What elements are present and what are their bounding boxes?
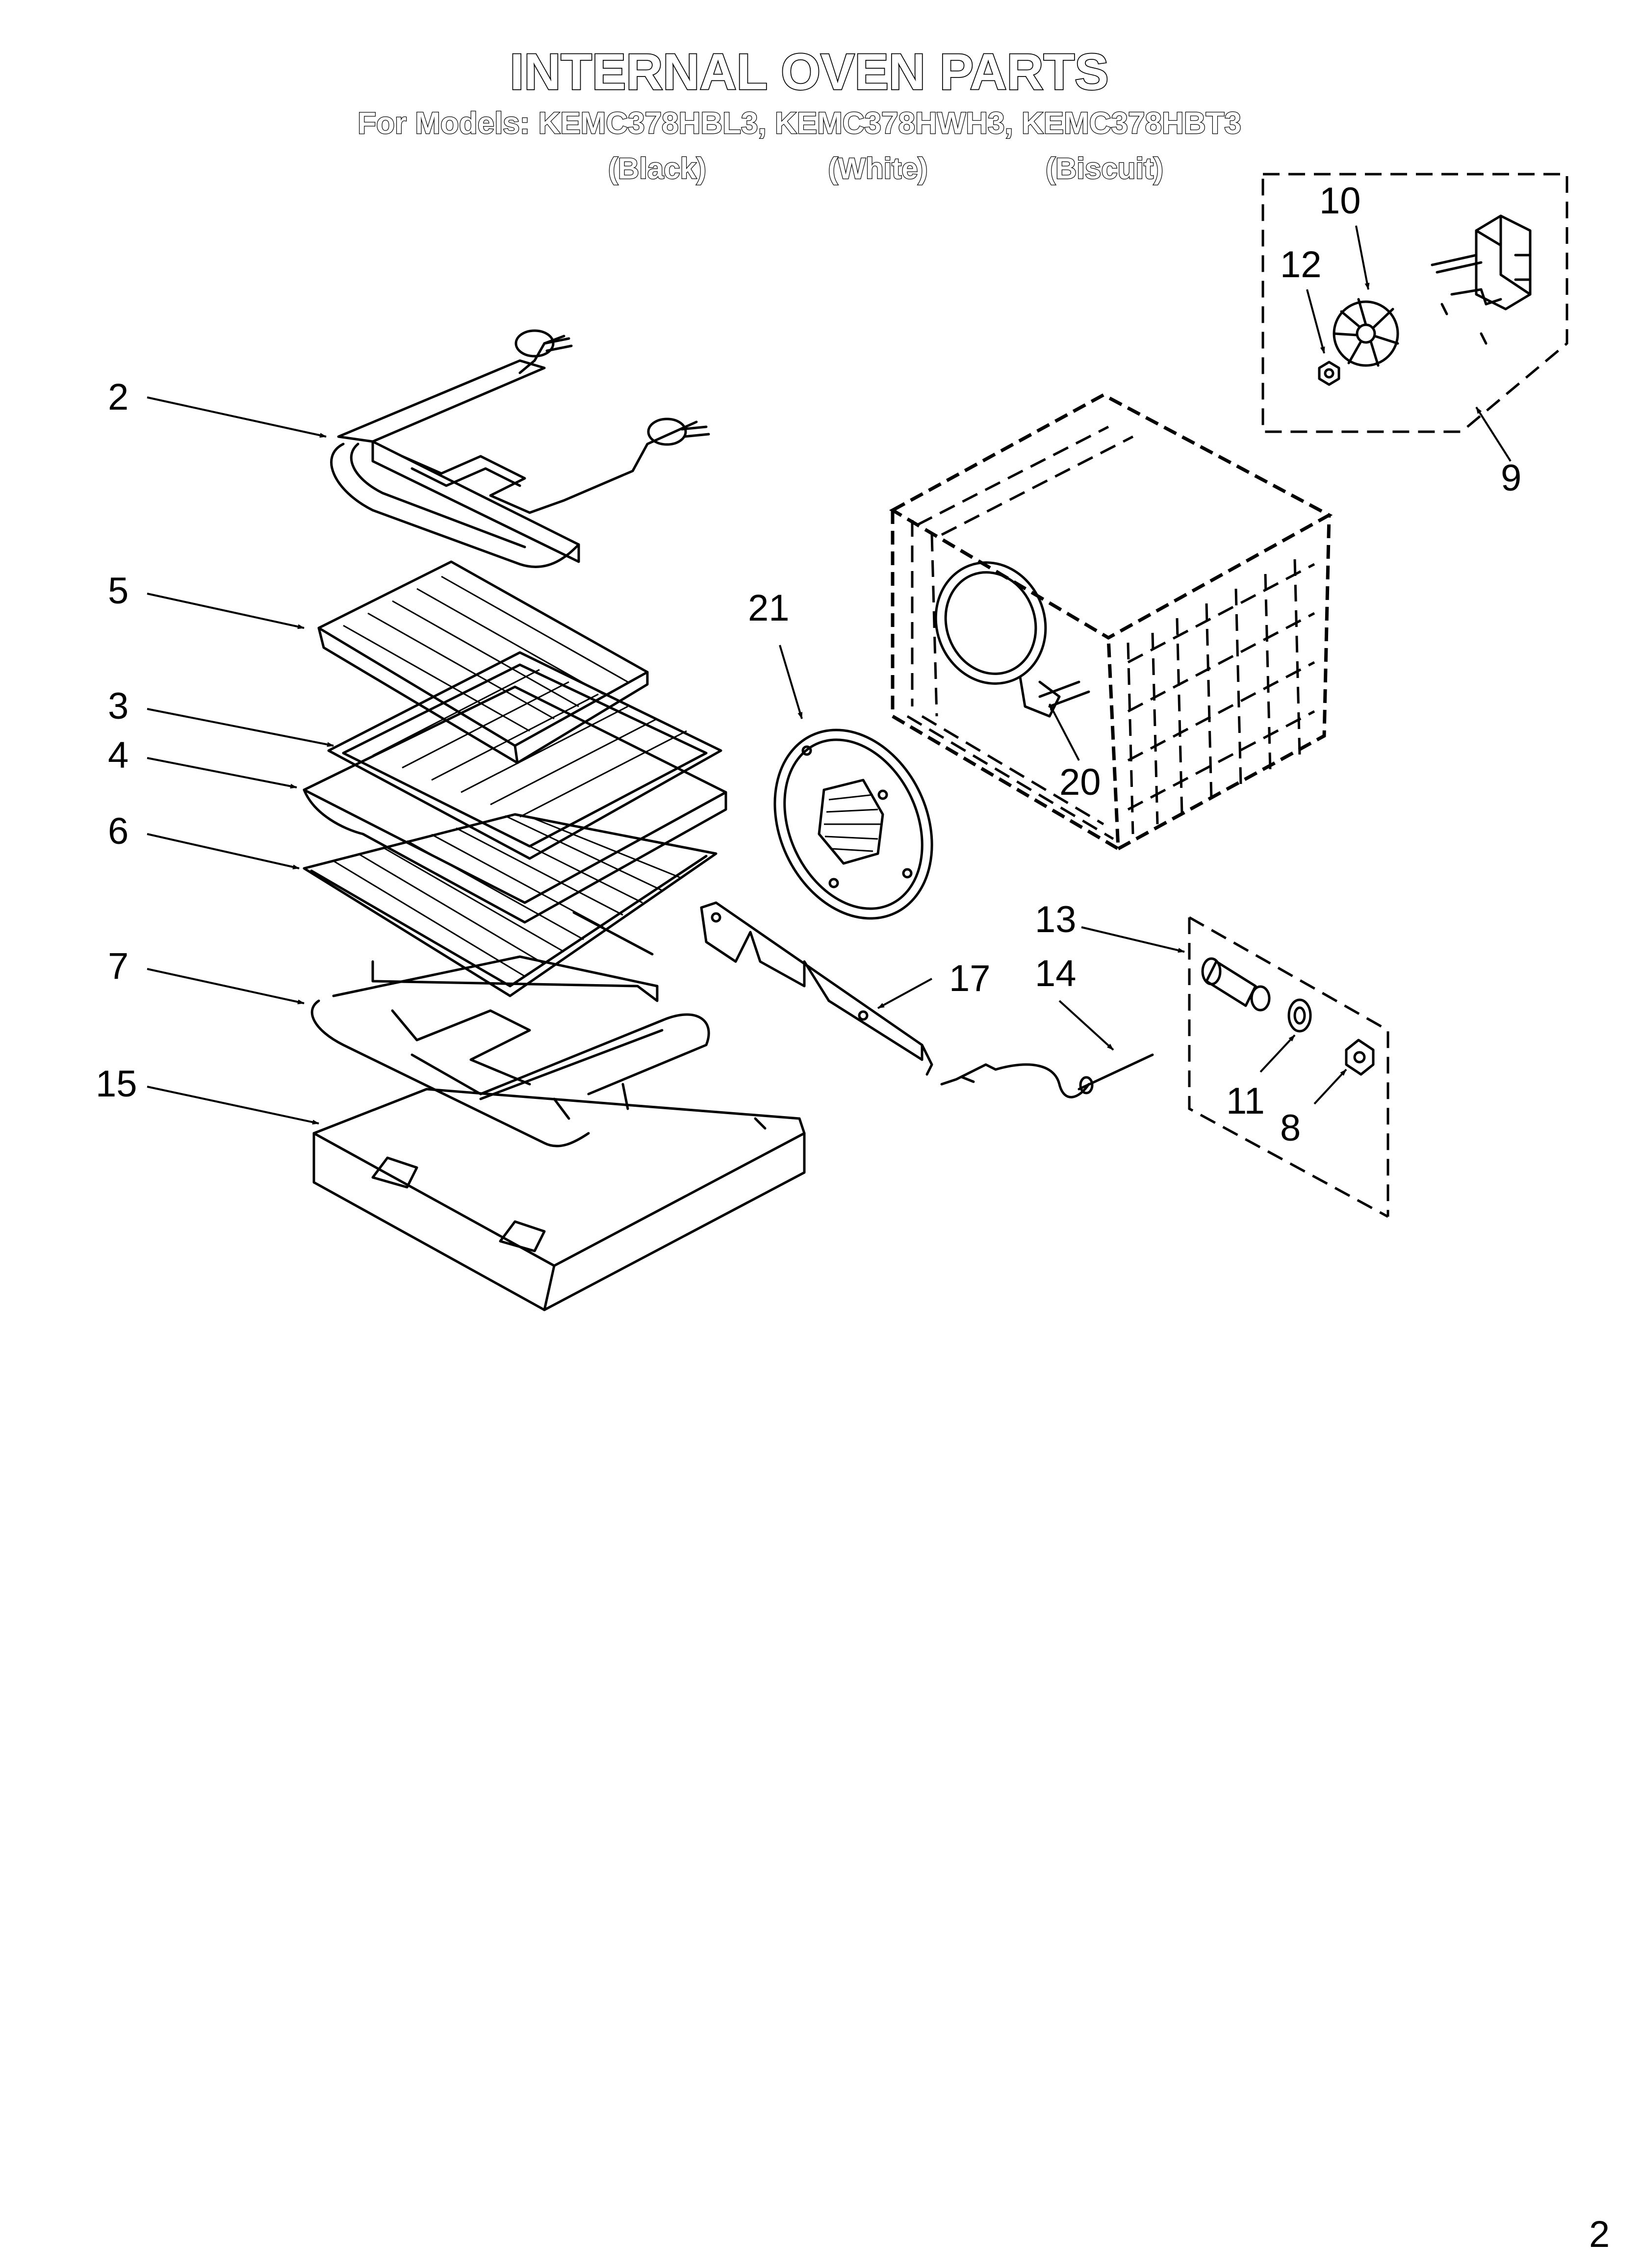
- page-number: 2: [1589, 2214, 1610, 2255]
- callout-labels: 2 5 3 4 6 7 15 21 20 17 13 14 11 8 10 12…: [96, 180, 1521, 1149]
- callout-12: 12: [1280, 244, 1322, 286]
- broiler-pan: [327, 651, 722, 860]
- fan-blade: [1333, 298, 1399, 367]
- leader-lines: [147, 225, 1512, 1125]
- rack-guide: [700, 901, 933, 1076]
- callout-5: 5: [108, 570, 128, 612]
- callout-14: 14: [1035, 953, 1077, 994]
- callout-13: 13: [1035, 899, 1077, 940]
- callout-10: 10: [1319, 180, 1361, 222]
- drip-tray: [312, 1088, 806, 1311]
- oven-cavity: [889, 393, 1333, 852]
- variant-biscuit: (Biscuit): [1046, 152, 1163, 185]
- page-title: INTERNAL OVEN PARTS: [510, 44, 1108, 101]
- models-line: For Models: KEMC378HBL3, KEMC378HWH3, KE…: [358, 106, 1241, 140]
- convection-element: [934, 561, 1090, 718]
- convection-motor: [1431, 214, 1532, 345]
- callout-20: 20: [1059, 761, 1101, 803]
- callout-9: 9: [1501, 457, 1521, 499]
- variant-white: (White): [828, 152, 927, 185]
- star-washer: [1287, 998, 1312, 1033]
- callout-11: 11: [1226, 1080, 1265, 1122]
- oven-rack: [303, 813, 718, 997]
- hex-nut: [1345, 1039, 1375, 1076]
- callout-7: 7: [108, 945, 128, 987]
- callout-4: 4: [108, 734, 128, 776]
- broiler-grid: [317, 560, 649, 764]
- probe-receptacle: [1201, 957, 1271, 1012]
- callout-15: 15: [96, 1063, 137, 1105]
- callout-2: 2: [108, 376, 128, 418]
- meat-probe: [940, 1053, 1154, 1098]
- callout-3: 3: [108, 685, 128, 727]
- broil-element: [330, 329, 710, 568]
- variant-black: (Black): [608, 152, 706, 185]
- fan-nut: [1318, 361, 1340, 386]
- callout-8: 8: [1280, 1107, 1301, 1149]
- callout-21: 21: [748, 587, 790, 629]
- receptacle-kit-box: [1188, 916, 1389, 1218]
- convection-motor-kit-box: [1261, 173, 1568, 433]
- bake-element: [310, 955, 710, 1147]
- callout-6: 6: [108, 810, 128, 852]
- callout-17: 17: [949, 958, 991, 999]
- fan-baffle: [773, 729, 933, 920]
